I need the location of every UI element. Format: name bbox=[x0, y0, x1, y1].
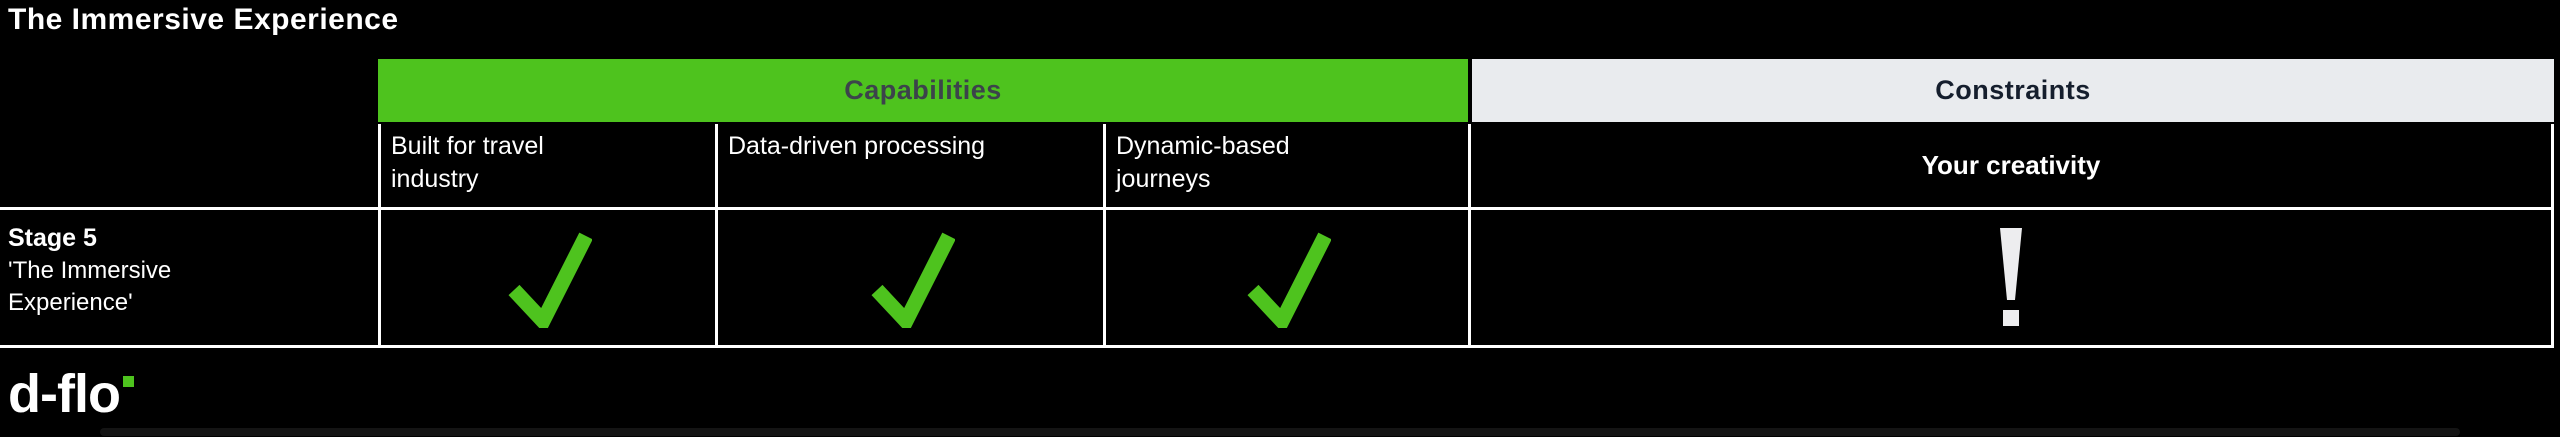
bottom-progress-bar bbox=[100, 428, 2460, 436]
logo-text: d-flo bbox=[8, 364, 121, 424]
stage-name-label: 'The Immersive Experience' bbox=[8, 256, 172, 316]
checkmark-icon bbox=[1247, 232, 1331, 328]
checkmark-icon bbox=[871, 232, 955, 328]
cell-built-for-travel bbox=[378, 210, 715, 345]
logo-green-square bbox=[122, 376, 134, 387]
d-flo-logo: d-flo bbox=[8, 366, 134, 423]
column-header-label: Dynamic-based journeys bbox=[1116, 132, 1290, 193]
table-border-bottom bbox=[0, 345, 2554, 348]
table-group-header-row: Capabilities Constraints bbox=[378, 59, 2554, 122]
table-border-top bbox=[0, 207, 2554, 210]
row-label-stage-5: Stage 5 'The Immersive Experience' bbox=[0, 210, 378, 345]
column-header-dynamic-journeys: Dynamic-based journeys bbox=[1103, 124, 1468, 207]
group-header-capabilities: Capabilities bbox=[378, 59, 1468, 122]
group-header-constraints: Constraints bbox=[1472, 59, 2554, 122]
column-header-your-creativity: Your creativity bbox=[1468, 124, 2554, 207]
exclamation-icon bbox=[2000, 227, 2022, 326]
stage-label: Stage 5 bbox=[8, 224, 97, 252]
page-title: The Immersive Experience bbox=[8, 3, 399, 36]
column-header-built-for-travel: Built for travel industry bbox=[378, 124, 715, 207]
group-header-divider bbox=[1468, 59, 1472, 122]
table-row: Stage 5 'The Immersive Experience' bbox=[0, 210, 2554, 345]
column-header-label: Data-driven processing bbox=[728, 132, 986, 160]
column-header-data-driven: Data-driven processing bbox=[715, 124, 1103, 207]
table-column-header-row: Built for travel industry Data-driven pr… bbox=[378, 124, 2554, 207]
cell-data-driven bbox=[715, 210, 1103, 345]
cell-your-creativity bbox=[1468, 210, 2554, 345]
column-header-label: Built for travel industry bbox=[391, 132, 544, 193]
column-header-label: Your creativity bbox=[1921, 149, 2101, 180]
checkmark-icon bbox=[508, 232, 592, 328]
cell-dynamic-journeys bbox=[1103, 210, 1468, 345]
